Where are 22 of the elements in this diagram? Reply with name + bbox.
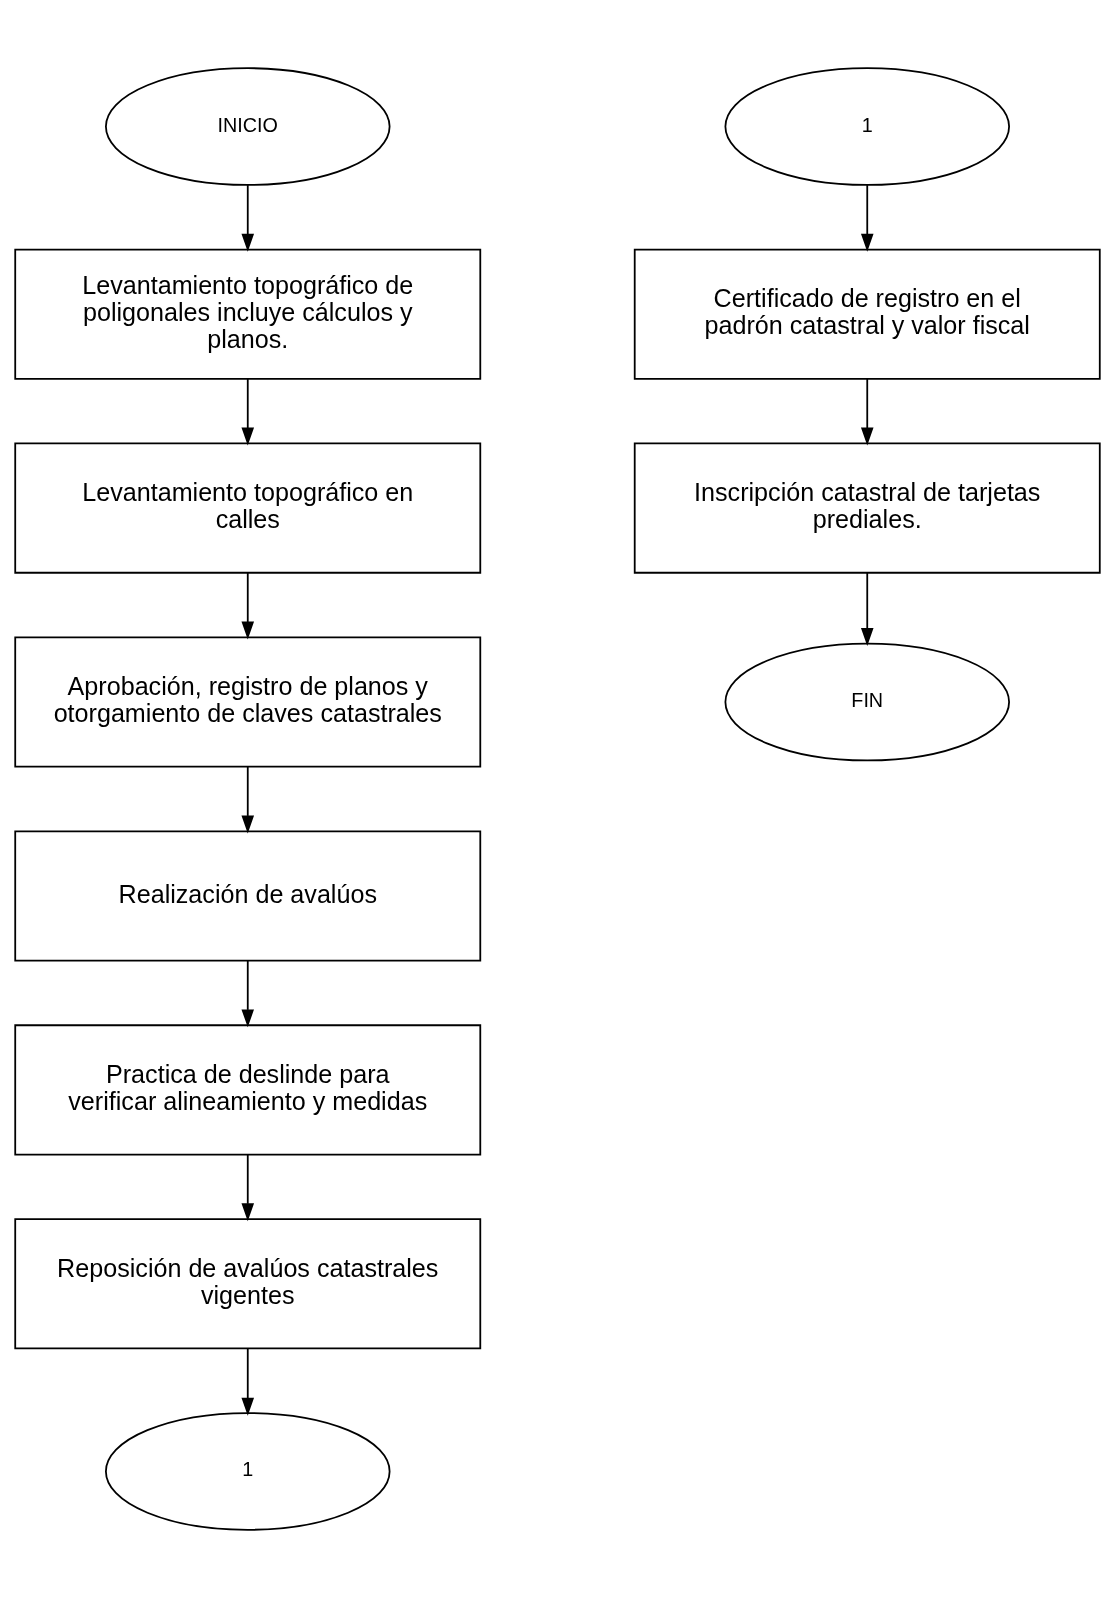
node-ellipse: 1	[724, 67, 1010, 186]
node-ellipse: 1	[105, 1412, 391, 1531]
node-box: Levantamiento topográfico de poligonales incluye cálculos y planos.	[14, 248, 482, 380]
arrow	[241, 1153, 255, 1222]
arrow	[241, 377, 255, 446]
arrow	[860, 571, 874, 646]
node-box: Practica de deslinde para verificar alineamiento y medidas	[14, 1024, 482, 1156]
node-box: Inscripción catastral de tarjetas prediales.	[633, 442, 1101, 574]
arrow	[860, 184, 874, 252]
node-box: Aprobación, registro de planos y otorgamiento de claves catastrales	[14, 636, 482, 768]
node-box: Reposición de avalúos catastrales vigentes	[14, 1218, 482, 1350]
arrow	[241, 184, 255, 252]
node-ellipse: INICIO	[105, 67, 391, 186]
node-box: Levantamiento topográfico en calles	[14, 442, 482, 574]
node-box: Certificado de registro en el padrón catastral y valor fiscal	[633, 248, 1101, 380]
arrow	[241, 1348, 255, 1416]
node-ellipse: FIN	[724, 642, 1010, 762]
arrow	[241, 765, 255, 834]
node-box: Realización de avalúos	[14, 830, 482, 962]
arrow	[241, 571, 255, 640]
arrow	[860, 377, 874, 446]
arrow	[241, 959, 255, 1028]
